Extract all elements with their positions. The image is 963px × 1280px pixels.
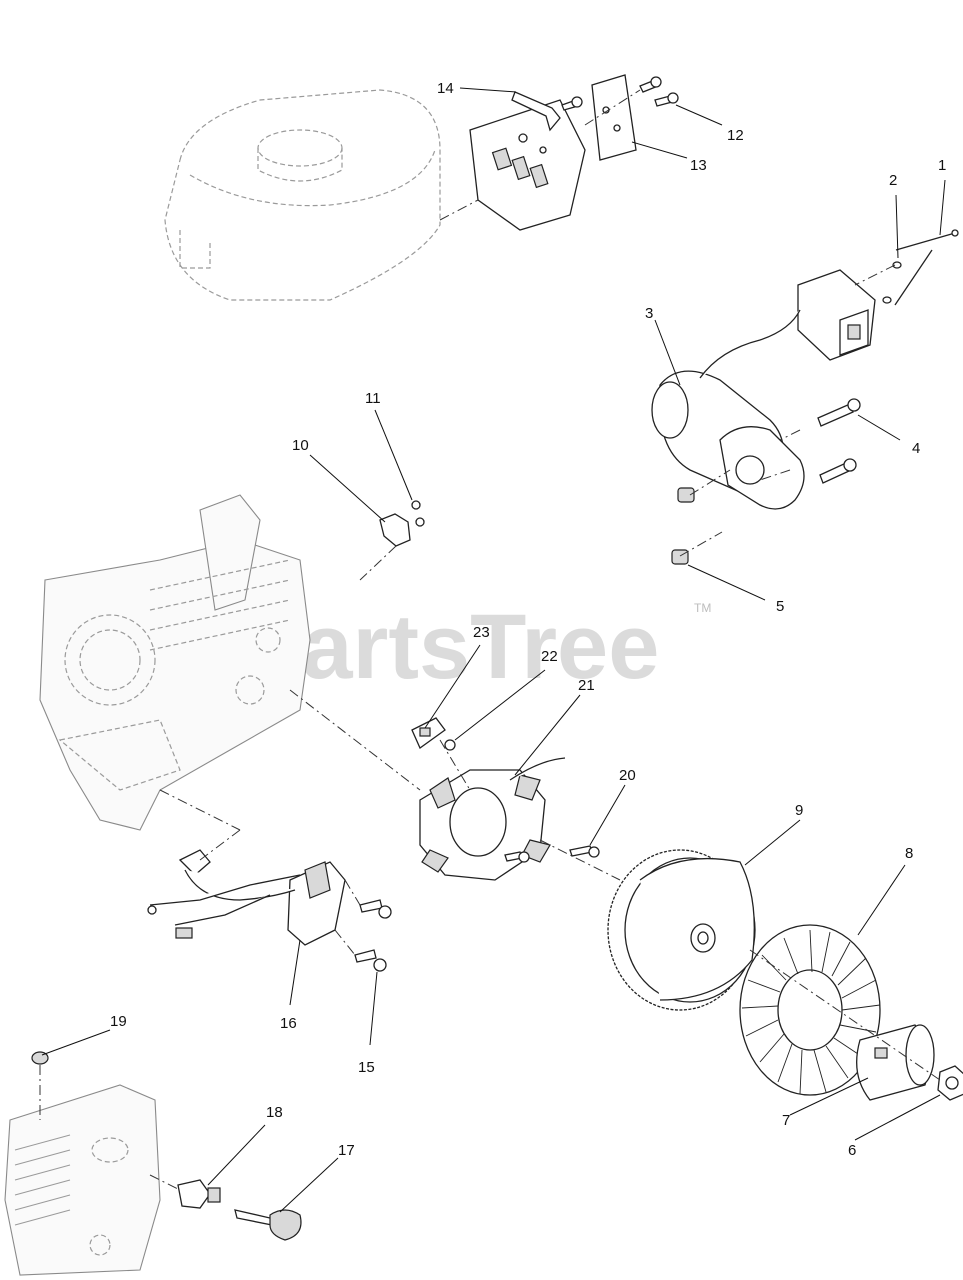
- ignition-coil-16: [147, 849, 346, 946]
- bolt-1: [894, 229, 959, 306]
- callout-labels: 1 2 3 4 5 6 7 8 9 10 11 12 13 14 15 16 1…: [110, 80, 946, 1159]
- stator-21: [419, 757, 566, 881]
- callout-10: 10: [292, 437, 309, 454]
- washer-2: [882, 261, 902, 304]
- assembly-lines: [39, 89, 941, 1191]
- leader-lines: [41, 87, 946, 1213]
- callout-2: 2: [889, 172, 897, 189]
- screws-15: [354, 899, 392, 972]
- callout-6: 6: [848, 1142, 856, 1159]
- callout-15: 15: [358, 1059, 375, 1076]
- screw-11: [411, 500, 421, 510]
- sensor-10: [379, 513, 425, 547]
- callout-22: 22: [541, 648, 558, 665]
- callout-20: 20: [619, 767, 636, 784]
- watermark-tm: TM: [694, 601, 711, 615]
- callout-3: 3: [645, 305, 653, 322]
- callout-19: 19: [110, 1013, 127, 1030]
- callout-12: 12: [727, 127, 744, 144]
- callout-4: 4: [912, 440, 920, 457]
- screw-22: [444, 739, 456, 751]
- lever-14: [511, 91, 561, 132]
- callout-1: 1: [938, 157, 946, 174]
- key-switch-18: [177, 1179, 221, 1209]
- callout-18: 18: [266, 1104, 283, 1121]
- callout-21: 21: [578, 677, 595, 694]
- flywheel-9: [607, 849, 756, 1011]
- screws-12: [561, 76, 679, 111]
- screws-20: [504, 845, 600, 863]
- starter-cup-7: [856, 1024, 935, 1101]
- callout-7: 7: [782, 1112, 790, 1129]
- callout-13: 13: [690, 157, 707, 174]
- shroud-ghost: [4, 1084, 161, 1276]
- callout-16: 16: [280, 1015, 297, 1032]
- callout-14: 14: [437, 80, 454, 97]
- control-panel: [469, 99, 586, 231]
- callout-9: 9: [795, 802, 803, 819]
- callout-17: 17: [338, 1142, 355, 1159]
- fuel-tank-ghost: [164, 89, 441, 301]
- bolts-4: [817, 398, 861, 484]
- starter-switch-box: [797, 269, 876, 361]
- spacers-5: [671, 487, 695, 565]
- engine-block-ghost: [39, 494, 311, 831]
- watermark: PartsTree: [240, 596, 659, 698]
- callout-5: 5: [776, 598, 784, 615]
- clip-19: [31, 1051, 49, 1065]
- callout-23: 23: [473, 624, 490, 641]
- key-17: [234, 1209, 302, 1241]
- callout-8: 8: [905, 845, 913, 862]
- callout-11: 11: [365, 390, 381, 407]
- starter-motor-3: [651, 309, 805, 510]
- nut-6: [937, 1065, 963, 1101]
- mounting-plate-13: [591, 74, 637, 161]
